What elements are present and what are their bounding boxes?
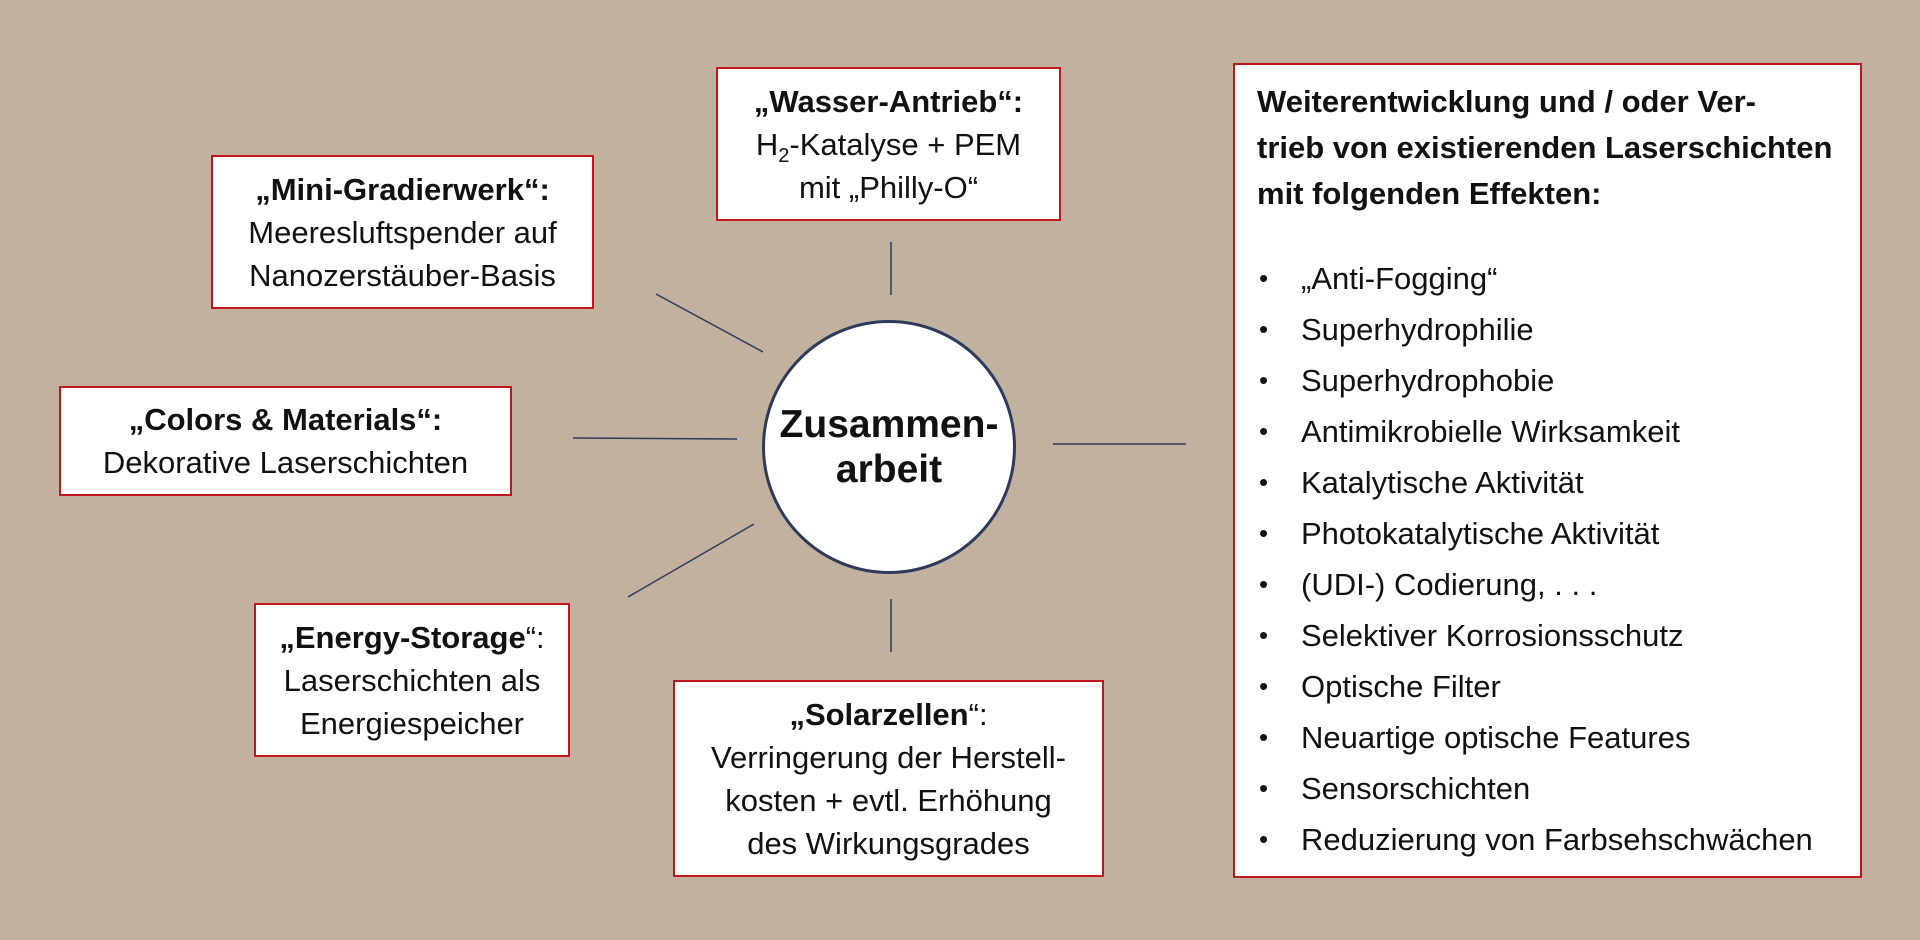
bullet-icon: • (1259, 365, 1269, 395)
bullet-icon: • (1259, 518, 1269, 548)
list-item: •Superhydrophobie (1257, 355, 1842, 406)
list-item: •Sensorschichten (1257, 763, 1842, 814)
bullet-icon: • (1259, 824, 1269, 854)
box-solar-line4: des Wirkungsgrades (747, 825, 1030, 861)
box-mini-line2: Meeresluftspender auf (248, 214, 557, 250)
connector-upper-left (655, 293, 764, 353)
bullet-icon: • (1259, 722, 1269, 752)
list-item: •Superhydrophilie (1257, 304, 1842, 355)
list-item: •Katalytische Aktivität (1257, 457, 1842, 508)
box-mini-gradierwerk: „Mini-Gradierwerk“: Meeresluftspender au… (211, 155, 594, 309)
bullet-icon: • (1259, 314, 1269, 344)
list-item: •Neuartige optische Features (1257, 712, 1842, 763)
bullet-icon: • (1259, 416, 1269, 446)
list-item: •(UDI-) Codierung, . . . (1257, 559, 1842, 610)
connector-lower-left (627, 523, 755, 598)
box-mini-line3: Nanozerstäuber-Basis (249, 257, 556, 293)
bullet-icon: • (1259, 620, 1269, 650)
right-heading-line2: trieb von existierenden Laserschichten (1257, 130, 1833, 165)
bullet-icon: • (1259, 671, 1269, 701)
box-energy-title: „Energy-Storage“: (279, 619, 545, 655)
box-energy-line2: Laserschichten als (283, 662, 541, 698)
list-item: •Optische Filter (1257, 661, 1842, 712)
box-laserschichten-effekte: Weiterentwicklung und / oder Ver- trieb … (1233, 63, 1862, 878)
right-heading: Weiterentwicklung und / oder Ver- trieb … (1257, 79, 1842, 217)
bullet-icon: • (1259, 467, 1269, 497)
list-item: •Antimikrobielle Wirksamkeit (1257, 406, 1842, 457)
bullet-icon: • (1259, 569, 1269, 599)
box-wasser-line3: mit „Philly-O“ (798, 169, 979, 205)
list-item: •„Anti-Fogging“ (1257, 253, 1842, 304)
box-solar-line3: kosten + evtl. Erhöhung (725, 782, 1052, 818)
box-colors-materials: „Colors & Materials“: Dekorative Lasersc… (59, 386, 512, 496)
box-colors-line2: Dekorative Laserschichten (102, 445, 469, 480)
list-item: •Reduzierung von Farbsehschwächen (1257, 814, 1842, 865)
list-item: •Photokatalytische Aktivität (1257, 508, 1842, 559)
box-wasser-title: „Wasser-Antrieb“: (753, 83, 1024, 119)
connector-left (572, 437, 738, 440)
list-item: •Selektiver Korrosionsschutz (1257, 610, 1842, 661)
box-solar-line2: Verringerung der Herstell- (711, 739, 1066, 775)
bullet-icon: • (1259, 773, 1269, 803)
box-wasser-line2: H2-Katalyse + PEM (755, 126, 1022, 167)
center-circle-zusammenarbeit: Zusammen- arbeit (762, 320, 1016, 574)
box-energy-storage: „Energy-Storage“: Laserschichten als Ene… (254, 603, 570, 757)
center-line1: Zusammen- (779, 403, 999, 446)
box-wasser-antrieb: „Wasser-Antrieb“: H2-Katalyse + PEM mit … (716, 67, 1061, 221)
right-heading-line1: Weiterentwicklung und / oder Ver- (1257, 84, 1756, 119)
box-solarzellen: „Solarzellen“: Verringerung der Herstell… (673, 680, 1104, 877)
box-energy-line3: Energiespeicher (299, 705, 525, 741)
box-colors-title: „Colors & Materials“: (128, 402, 443, 437)
effects-list: •„Anti-Fogging“ •Superhydrophilie •Super… (1257, 253, 1842, 865)
box-mini-title: „Mini-Gradierwerk“: (255, 171, 550, 207)
right-heading-line3: mit folgenden Effekten: (1257, 176, 1602, 211)
bullet-icon: • (1259, 263, 1269, 293)
box-solar-title: „Solarzellen“: (789, 696, 988, 732)
center-line2: arbeit (835, 448, 943, 491)
